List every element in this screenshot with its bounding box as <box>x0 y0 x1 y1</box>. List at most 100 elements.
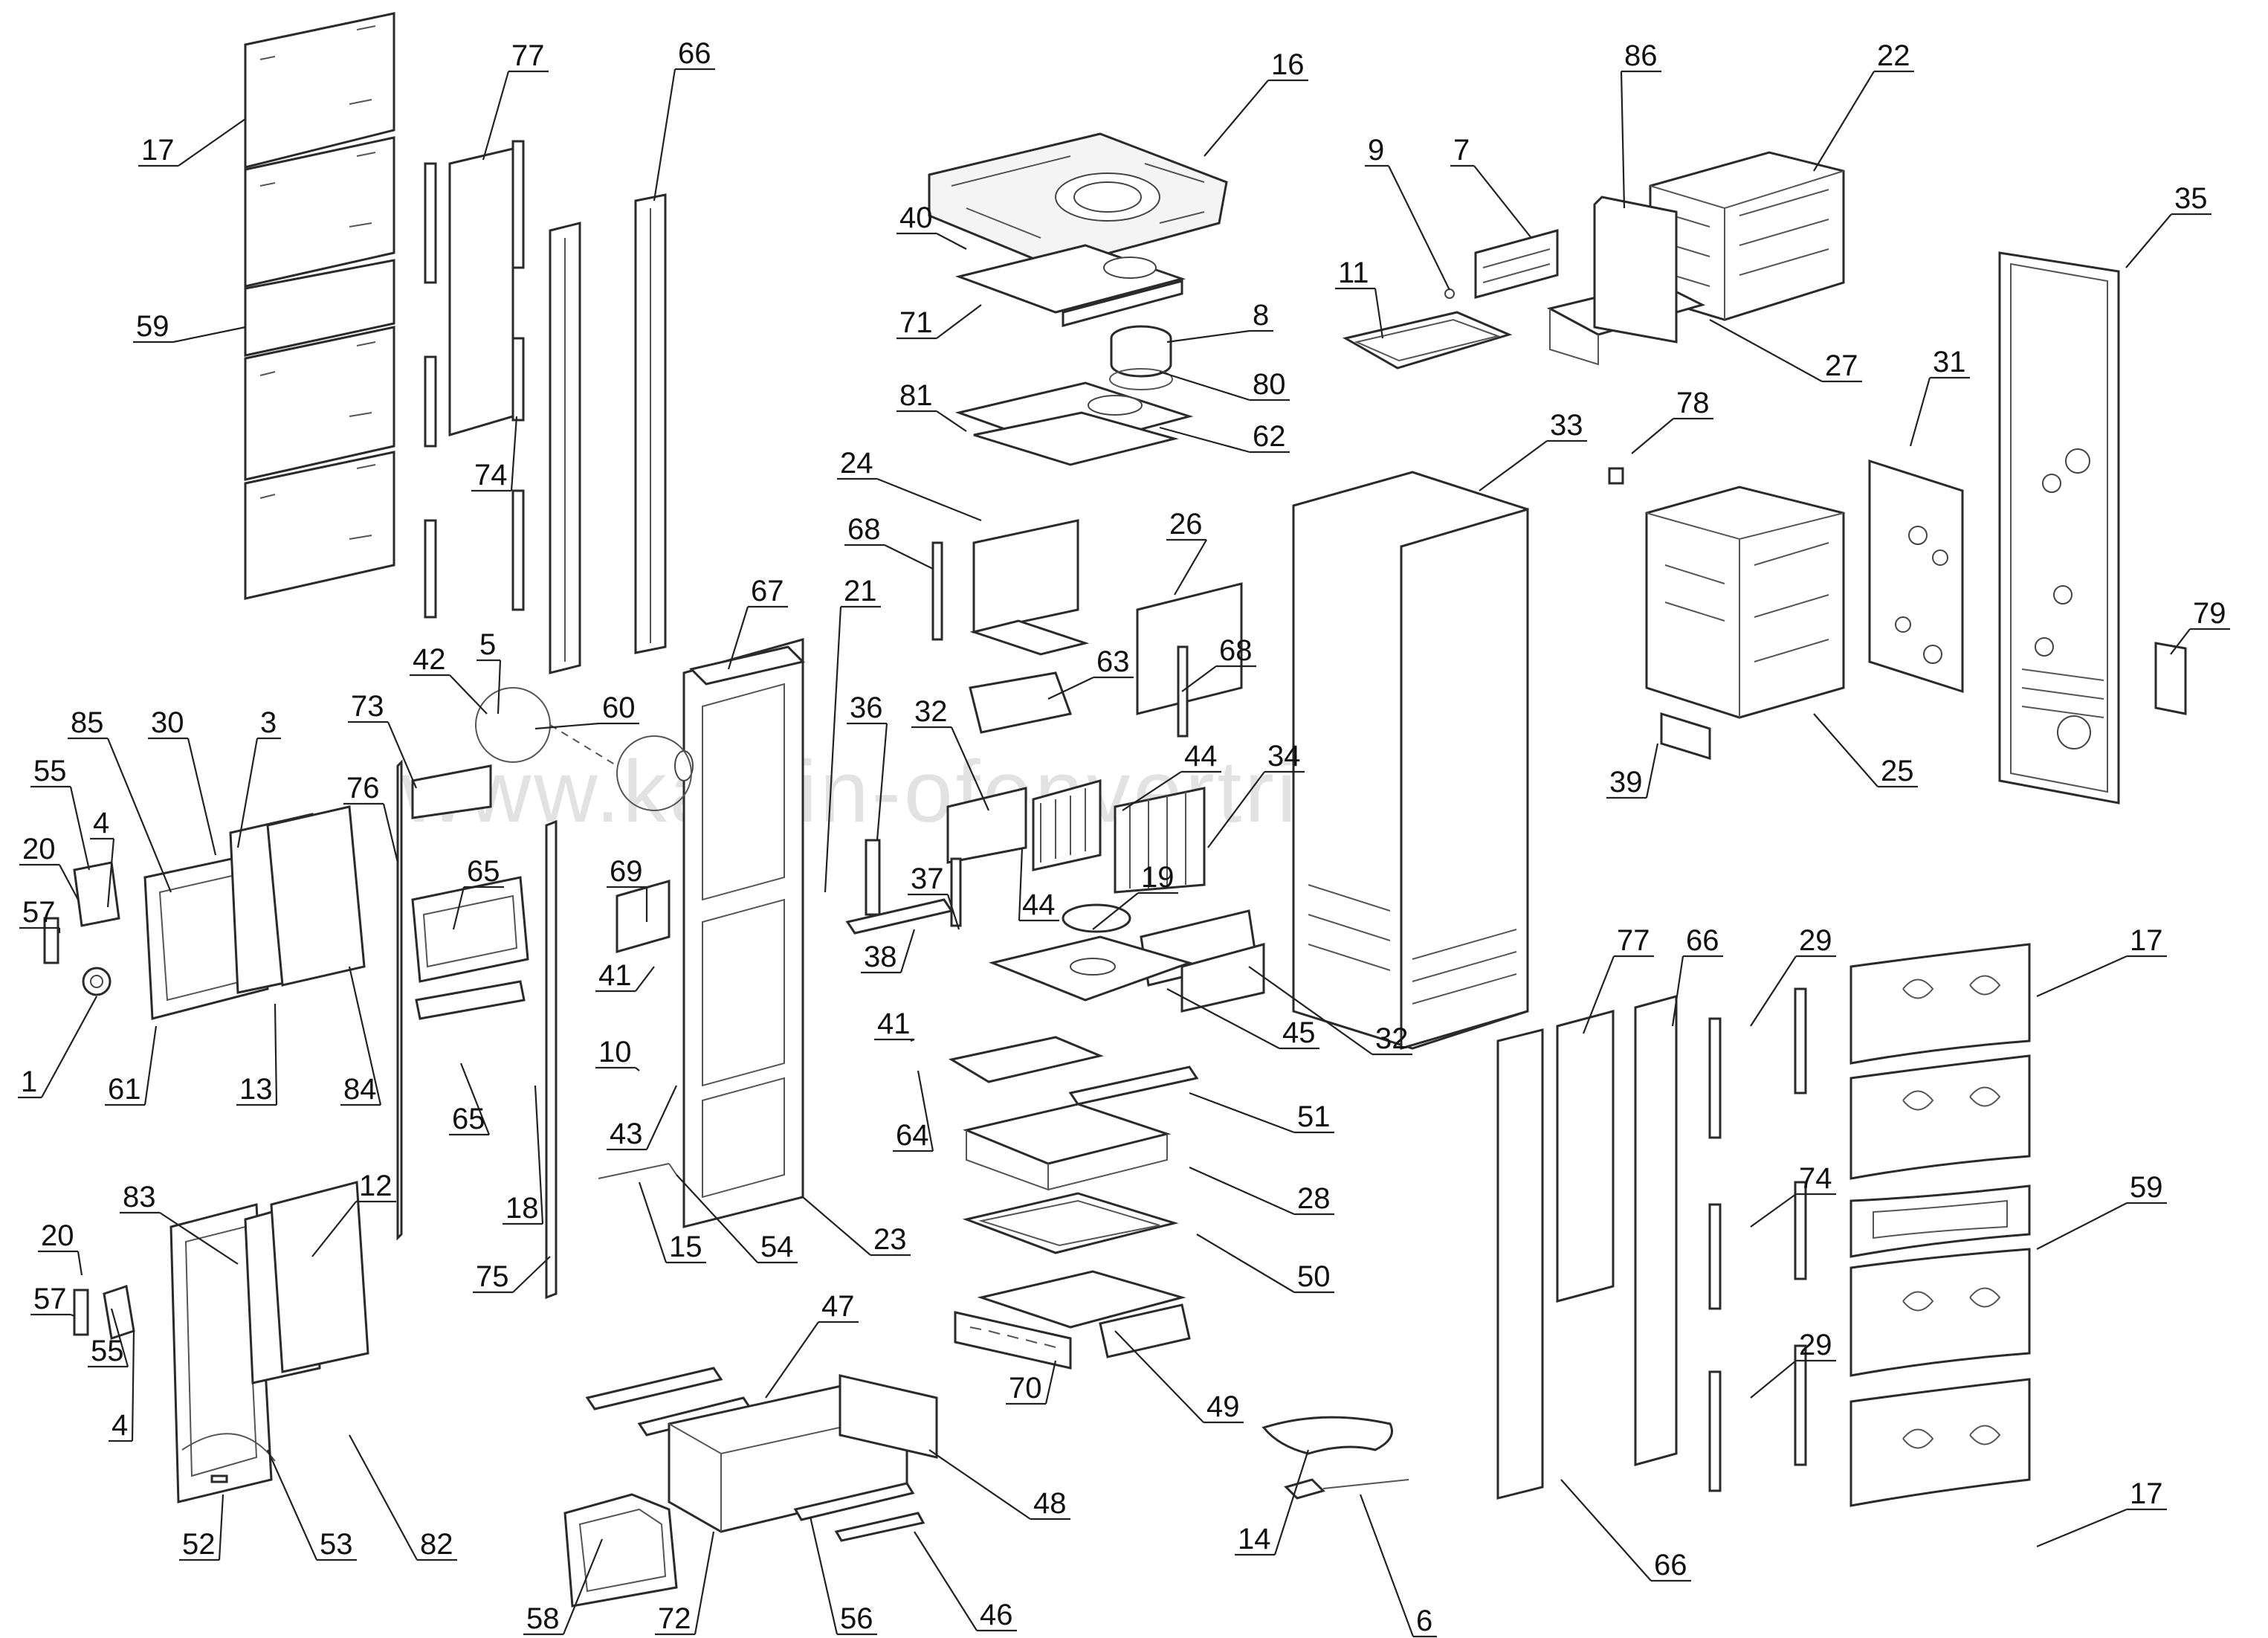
leader-line <box>473 1256 551 1294</box>
leader-line <box>1335 287 1384 339</box>
callout-72: 72 <box>655 1531 715 1636</box>
callout-number: 71 <box>899 306 933 339</box>
callout-number: 44 <box>1022 889 1056 921</box>
callout-57: 57 <box>30 1283 75 1318</box>
leader-line <box>1018 847 1059 922</box>
callout-55: 55 <box>88 1308 129 1368</box>
callout-64: 64 <box>893 1070 934 1152</box>
callout-30: 30 <box>148 706 217 856</box>
callout-7: 7 <box>1450 134 1532 239</box>
callout-number: 35 <box>2174 182 2208 215</box>
callout-62: 62 <box>1159 420 1290 454</box>
callout-number: 55 <box>33 755 67 787</box>
leader-line <box>1092 891 1178 930</box>
leader-line <box>1359 1494 1437 1638</box>
leader-line <box>1166 329 1273 344</box>
callout-25: 25 <box>1813 713 1918 788</box>
callout-number: 20 <box>41 1219 74 1252</box>
callout-21: 21 <box>824 575 881 893</box>
leader-line <box>179 1494 224 1561</box>
callout-16: 16 <box>1204 48 1308 157</box>
callout-63: 63 <box>1047 645 1134 700</box>
callout-27: 27 <box>1709 319 1862 383</box>
leader-line <box>911 726 990 811</box>
callout-number: 30 <box>151 706 184 739</box>
firebox-parts <box>845 519 1265 1013</box>
leader-line <box>653 68 715 201</box>
callout-36: 36 <box>847 691 888 841</box>
leader-line <box>1047 676 1134 700</box>
leader-line <box>595 1066 640 1071</box>
callout-number: 77 <box>1617 924 1650 957</box>
callout-66: 66 <box>653 37 715 201</box>
callout-number: 23 <box>873 1223 907 1256</box>
leader-line <box>1479 439 1587 491</box>
leader-line <box>607 886 648 922</box>
leader-line <box>727 605 788 670</box>
leader-line <box>1006 1360 1057 1405</box>
leader-line <box>1750 1359 1836 1399</box>
callout-number: 75 <box>476 1260 509 1293</box>
leader-line <box>1671 955 1723 1027</box>
callout-28: 28 <box>1189 1166 1334 1216</box>
leader-line <box>120 1211 239 1265</box>
leader-line <box>1620 70 1661 209</box>
callout-20: 20 <box>38 1219 83 1276</box>
leader-line <box>311 1200 396 1257</box>
callout-29: 29 <box>1750 1329 1836 1399</box>
callout-number: 17 <box>2130 1477 2163 1510</box>
right-rails <box>1496 987 1807 1500</box>
callout-number: 82 <box>420 1528 453 1561</box>
leader-line <box>638 1181 706 1264</box>
callout-number: 77 <box>511 39 545 72</box>
callout-26: 26 <box>1166 508 1207 596</box>
callout-70: 70 <box>1006 1360 1057 1405</box>
callout-43: 43 <box>607 1085 677 1151</box>
callout-11: 11 <box>1335 257 1384 339</box>
callout-number: 27 <box>1825 349 1858 382</box>
callout-41: 41 <box>595 959 655 993</box>
callout-number: 38 <box>864 941 897 973</box>
leader-line <box>1813 70 1914 172</box>
callout-number: 59 <box>2130 1171 2163 1204</box>
callout-17: 17 <box>2036 924 2167 998</box>
callout-number: 64 <box>896 1119 929 1152</box>
callout-61: 61 <box>105 1025 158 1106</box>
callout-number: 42 <box>413 643 446 676</box>
leader-line <box>837 477 982 522</box>
callout-47: 47 <box>765 1290 859 1399</box>
callout-number: 85 <box>71 706 104 739</box>
callout-number: 28 <box>1297 1182 1331 1215</box>
callout-49: 49 <box>1114 1330 1244 1424</box>
callout-86: 86 <box>1620 39 1661 209</box>
callout-number: 17 <box>2130 924 2163 957</box>
leader-line <box>452 886 504 930</box>
callout-number: 86 <box>1624 39 1658 72</box>
callout-10: 10 <box>595 1036 640 1071</box>
callout-number: 63 <box>1096 645 1130 678</box>
callout-56: 56 <box>809 1516 877 1636</box>
callout-38: 38 <box>861 929 916 974</box>
callout-number: 46 <box>980 1599 1013 1631</box>
callout-80: 80 <box>1159 368 1290 402</box>
callout-37: 37 <box>908 862 960 930</box>
leader-line <box>1248 966 1412 1056</box>
callout-44: 44 <box>1018 847 1059 922</box>
leader-line <box>1114 1330 1244 1424</box>
callout-number: 51 <box>1297 1100 1331 1133</box>
callout-4: 4 <box>90 807 115 908</box>
callout-number: 21 <box>844 575 877 607</box>
callout-32: 32 <box>911 695 990 811</box>
callout-42: 42 <box>410 643 488 715</box>
leader-line <box>896 232 967 250</box>
leader-line <box>19 926 61 933</box>
callout-number: 25 <box>1881 755 1914 787</box>
body-shell <box>1292 471 1529 1051</box>
callout-number: 52 <box>182 1528 216 1561</box>
callout-number: 18 <box>505 1192 539 1225</box>
leader-line <box>105 1025 158 1106</box>
callout-number: 33 <box>1550 409 1583 442</box>
callout-23: 23 <box>802 1196 911 1257</box>
leader-line <box>138 118 246 167</box>
